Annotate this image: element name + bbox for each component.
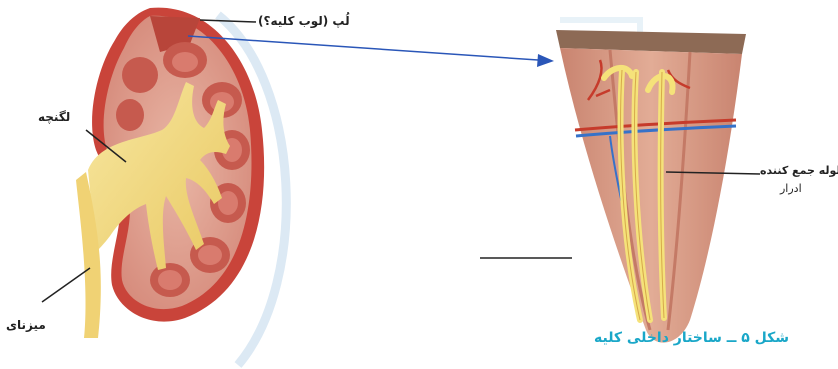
label-collecting-duct: لوله جمع کننده	[760, 164, 838, 178]
label-ureter: ميزنای	[6, 318, 46, 332]
section-body	[560, 48, 742, 343]
pyramid	[122, 57, 158, 93]
pyramid-highlight	[158, 270, 182, 290]
pyramid-highlight	[218, 191, 238, 215]
pyramid	[116, 99, 144, 131]
label-collecting-duct-line2: ادرار	[780, 182, 802, 196]
pyramid-highlight	[198, 245, 222, 265]
label-pelvis: لگنچه	[38, 110, 70, 124]
leader-cortex	[200, 20, 256, 22]
kidney-illustration	[76, 8, 264, 338]
kidney-section-illustration	[556, 30, 746, 343]
pyramid-highlight	[172, 52, 198, 72]
leader-ureter	[42, 268, 90, 302]
label-cortex-lobe: لُپ (لوب كليه؟)	[258, 14, 350, 28]
figure-caption: شکل ۵ ــ ساختار داخلی کلیه	[594, 330, 789, 346]
